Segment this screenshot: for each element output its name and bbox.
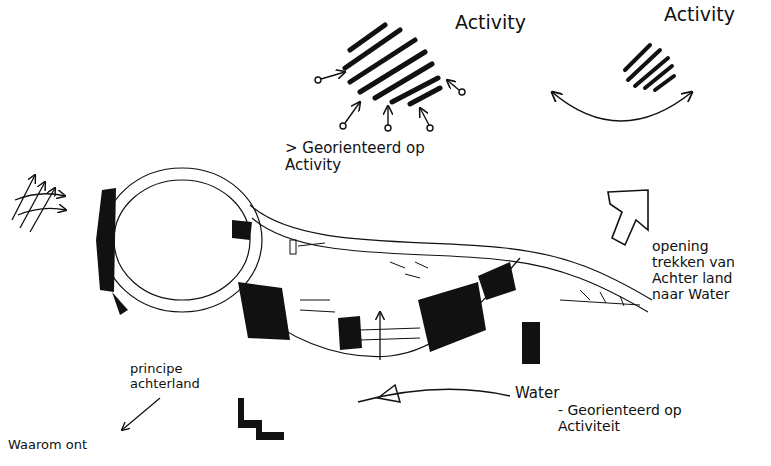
sketch-note: - Georienteerd op Activiteit <box>558 402 708 434</box>
sketch-note: Waarom ont <box>8 438 128 453</box>
sketch-note: Water <box>515 385 585 402</box>
pointer-arrow <box>122 398 160 430</box>
activity-hatch <box>345 25 440 104</box>
sketch-note: Activity <box>664 4 764 26</box>
swing-arrow <box>552 92 692 121</box>
water-arrowhead <box>378 385 400 402</box>
building-block <box>112 292 128 315</box>
access-arrow <box>379 312 380 360</box>
sketch-note: Activity <box>455 12 565 34</box>
activity-arrows <box>315 72 465 131</box>
circular-path <box>102 168 262 312</box>
sketch-note: principe achterland <box>130 362 220 392</box>
building-block <box>96 188 116 292</box>
stair-section <box>238 398 284 440</box>
activity-hatch <box>625 45 674 90</box>
serpentine-path <box>240 205 652 356</box>
opening-arrow <box>608 190 648 245</box>
building-blocks <box>232 220 540 364</box>
sketch-note: > Georienteerd op Activity <box>285 140 435 175</box>
wind-arrows <box>12 175 66 232</box>
sketch-note: opening trekken van Achter land naar Wat… <box>652 238 762 302</box>
detail-marks <box>290 240 640 340</box>
